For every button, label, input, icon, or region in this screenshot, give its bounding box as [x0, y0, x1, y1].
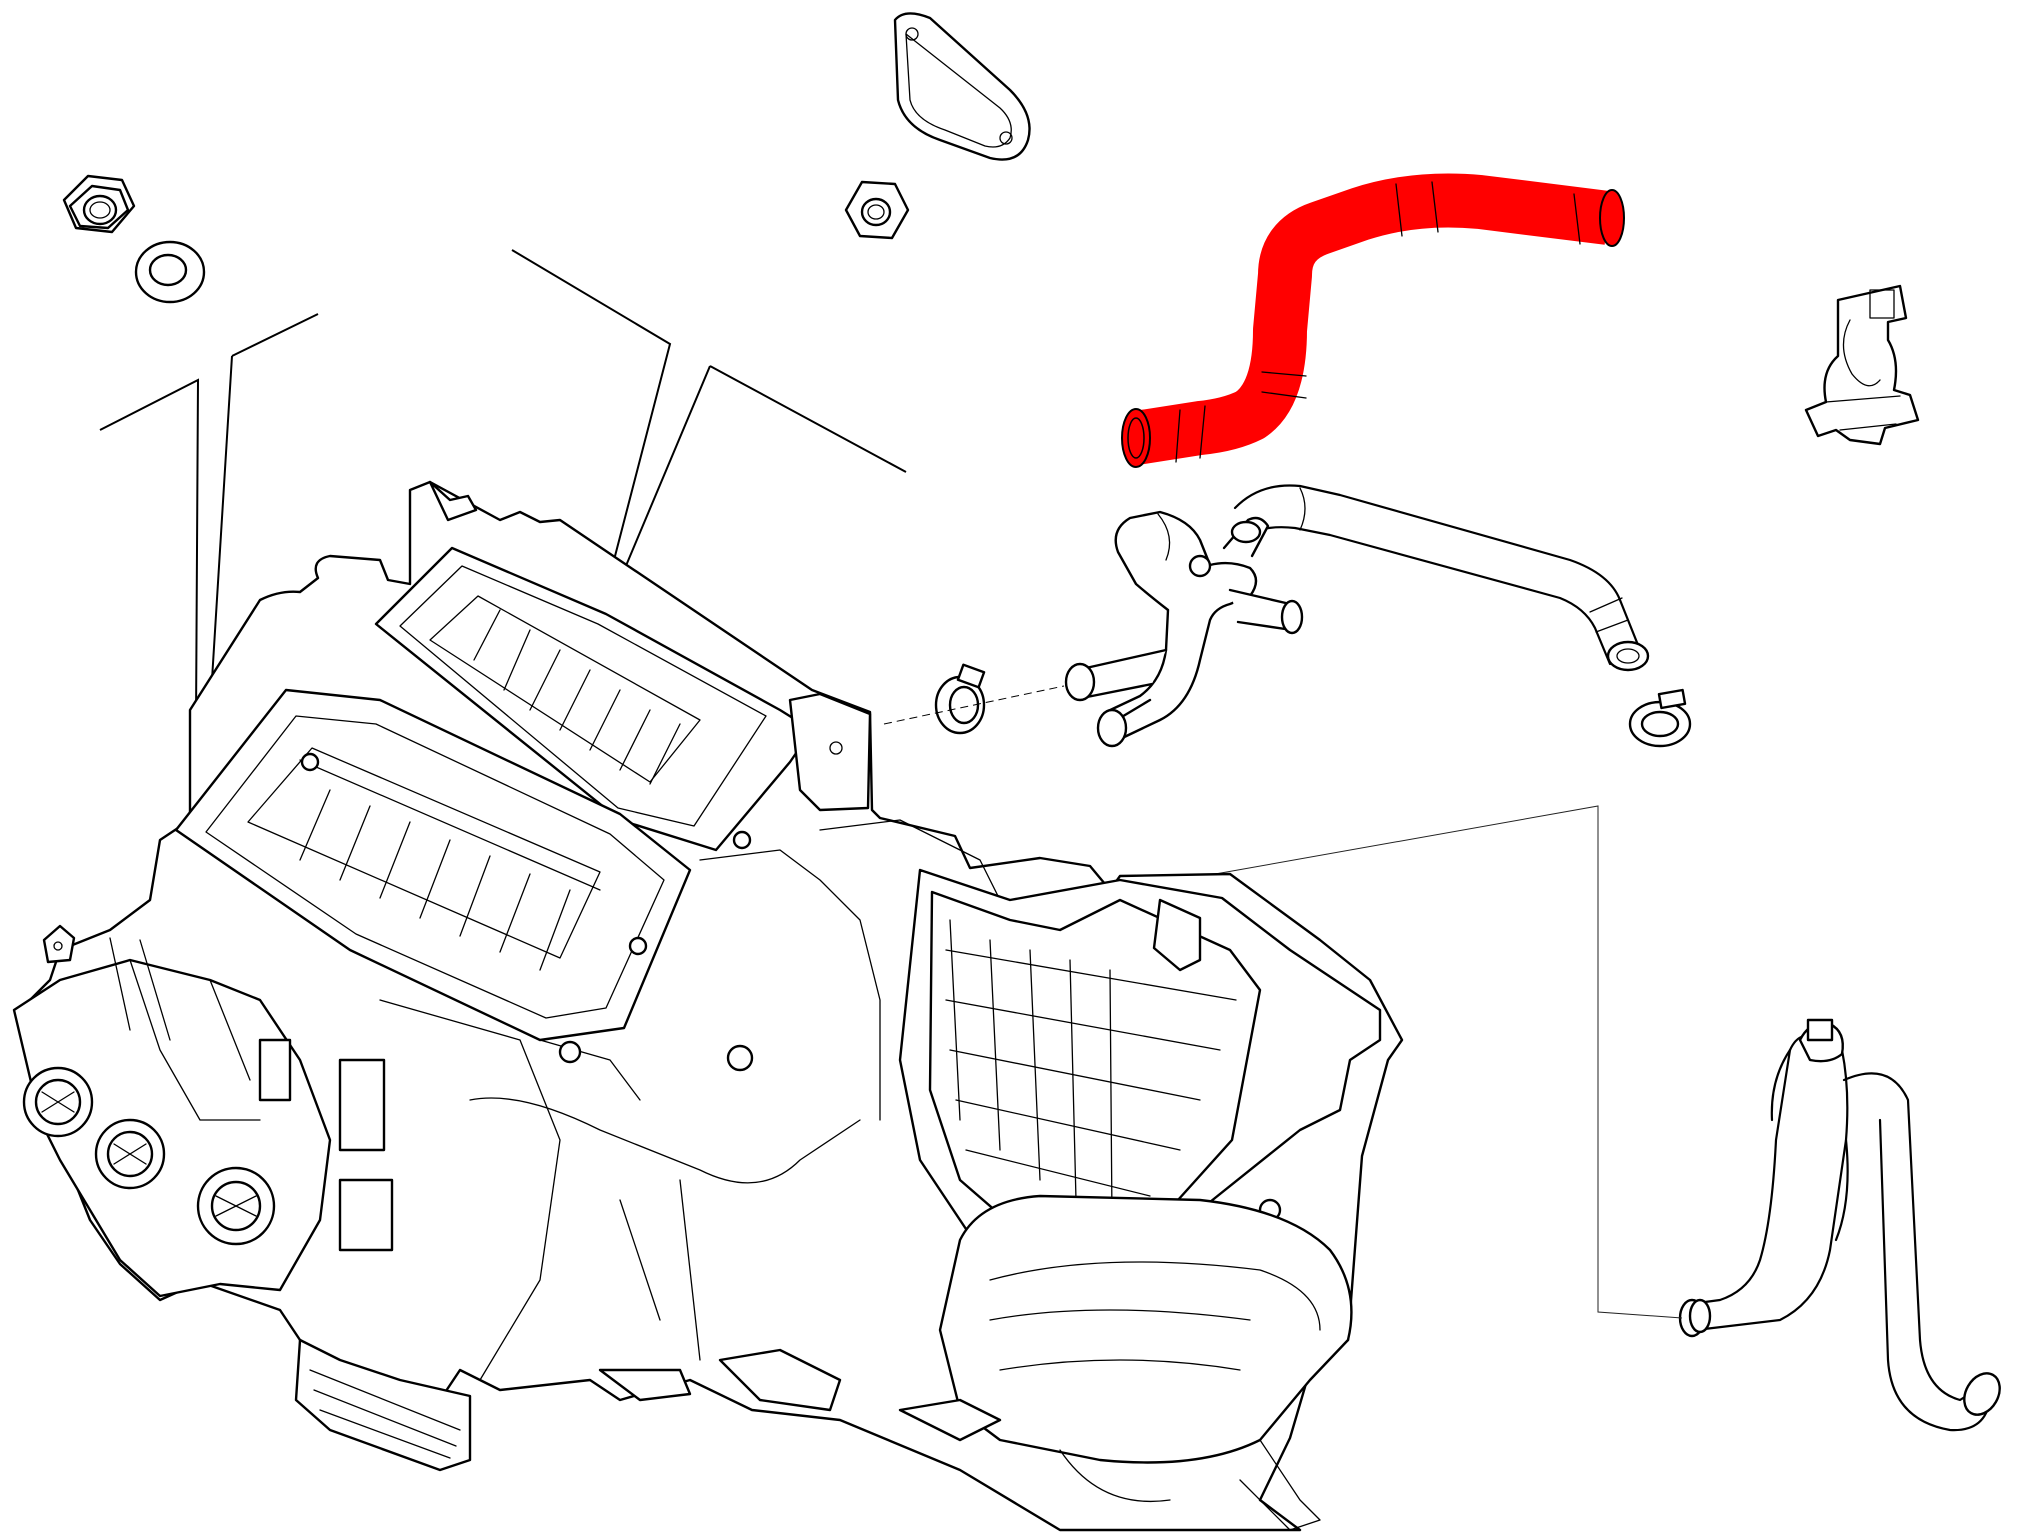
- heater-hose-lower[interactable]: [1678, 1018, 2007, 1432]
- hvac-housing-unit[interactable]: [12, 480, 1404, 1532]
- leader-lines: [99, 249, 1683, 1319]
- hex-nut-center[interactable]: [844, 180, 910, 240]
- assembly-centerline: [883, 685, 1065, 725]
- flat-washer-left[interactable]: [134, 240, 206, 304]
- hose-end-cap: [1121, 408, 1151, 468]
- gasket-plate[interactable]: [893, 12, 1031, 161]
- hose-clamp-right[interactable]: [1628, 688, 1692, 748]
- heater-hose-highlighted[interactable]: [1121, 173, 1625, 468]
- hose-clamp-left[interactable]: [934, 663, 986, 735]
- hex-nut-left[interactable]: [62, 174, 136, 234]
- heater-pipe-assembly[interactable]: [1064, 484, 1650, 748]
- hose-clip-bracket[interactable]: [1804, 284, 1920, 446]
